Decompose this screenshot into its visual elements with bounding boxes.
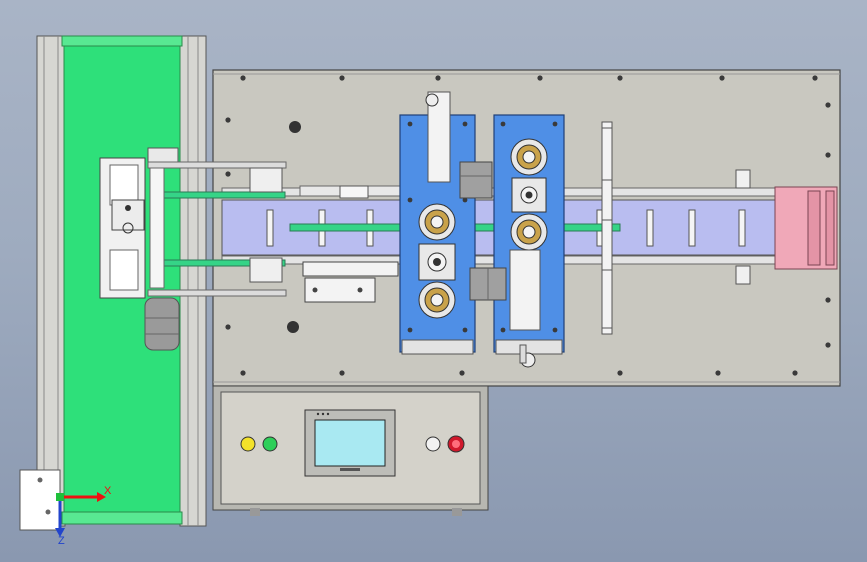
carriage-bolt [500, 121, 506, 127]
drive-arm-right [509, 249, 541, 331]
track-clip [738, 209, 746, 247]
conveyor-motor [144, 297, 180, 351]
servo-motor-upper [459, 161, 493, 199]
plate-bolt [617, 75, 623, 81]
plate-bolt [715, 370, 721, 376]
cylinder-lower [249, 257, 283, 283]
plate-bolt [225, 171, 231, 177]
carriage-bolt [407, 121, 413, 127]
bearing-left-1 [418, 203, 456, 241]
plate-bolt [537, 75, 543, 81]
white-push-button[interactable] [425, 436, 441, 452]
square-mount-right [511, 177, 547, 213]
axis-triad: X Z [55, 485, 112, 547]
plate-bolt [825, 297, 831, 303]
control-panel[interactable] [212, 385, 489, 516]
green-guide-bar-upper [149, 191, 286, 199]
conveyor-top-roller [61, 35, 183, 47]
plate-bolt [225, 324, 231, 330]
plate-bolt [435, 75, 441, 81]
carriage-bolt [462, 121, 468, 127]
clamp-station[interactable] [99, 147, 401, 303]
plate-bolt [719, 75, 725, 81]
plate-bolt [459, 370, 465, 376]
cylinder-upper [249, 167, 283, 193]
conveyor-right-rail [179, 35, 207, 527]
green-indicator-lamp[interactable] [262, 436, 278, 452]
pink-end-stop[interactable] [774, 186, 838, 270]
plate-bolt [339, 370, 345, 376]
plate-hole-left-upper [289, 121, 301, 133]
plate-bolt [617, 370, 623, 376]
sensor-bracket-top [735, 169, 751, 189]
carriage-bolt [500, 327, 506, 333]
yellow-indicator-lamp[interactable] [240, 436, 256, 452]
carriage-bolts [407, 121, 468, 333]
left-blue-carriage[interactable] [399, 91, 476, 355]
conveyor-bottom-roller [61, 511, 183, 525]
plate-bolt [240, 370, 246, 376]
clamp-jaw [111, 199, 145, 231]
sensor-bracket-bottom [735, 265, 751, 285]
plate-bolt [825, 342, 831, 348]
axis-label-z: Z [58, 535, 65, 547]
plate-bolt [825, 102, 831, 108]
drive-arm-left [427, 91, 451, 183]
right-blue-carriage[interactable] [493, 114, 565, 368]
hmi-screen[interactable] [314, 419, 386, 467]
guide-bar-marks [602, 127, 612, 329]
track-clip [646, 209, 654, 247]
carriage-bolt [407, 197, 413, 203]
carriage-bolt [407, 327, 413, 333]
bearing-left-2 [418, 281, 456, 319]
bearing-right-2 [510, 213, 548, 251]
panel-bottom-foot-right [452, 508, 462, 516]
plate-bolt [825, 152, 831, 158]
plate-bolt [240, 75, 246, 81]
track-clip [688, 209, 696, 247]
plate-bolts [225, 75, 831, 376]
plate-bolt [225, 117, 231, 123]
bearing-right-1 [510, 138, 548, 176]
track-clip [266, 209, 274, 247]
plate-bolt [792, 370, 798, 376]
vertical-guide-bar [601, 121, 613, 335]
axis-label-x: X [104, 485, 112, 497]
plate-bolt [339, 75, 345, 81]
carriage-bolts [500, 121, 558, 333]
carriage-bolt [552, 121, 558, 127]
conveyor-left-rail [36, 35, 66, 527]
carriage-bolt [552, 327, 558, 333]
carriage-bolt [462, 327, 468, 333]
carriage-bolt [462, 197, 468, 203]
cylinder-bracket [302, 261, 399, 277]
servo-motor-lower [469, 267, 507, 301]
plate-bolt [812, 75, 818, 81]
plate-hole-left-lower [287, 321, 299, 333]
left-conveyor[interactable] [19, 35, 207, 531]
clamp-slider-top [147, 147, 179, 163]
panel-bottom-foot-left [250, 508, 260, 516]
